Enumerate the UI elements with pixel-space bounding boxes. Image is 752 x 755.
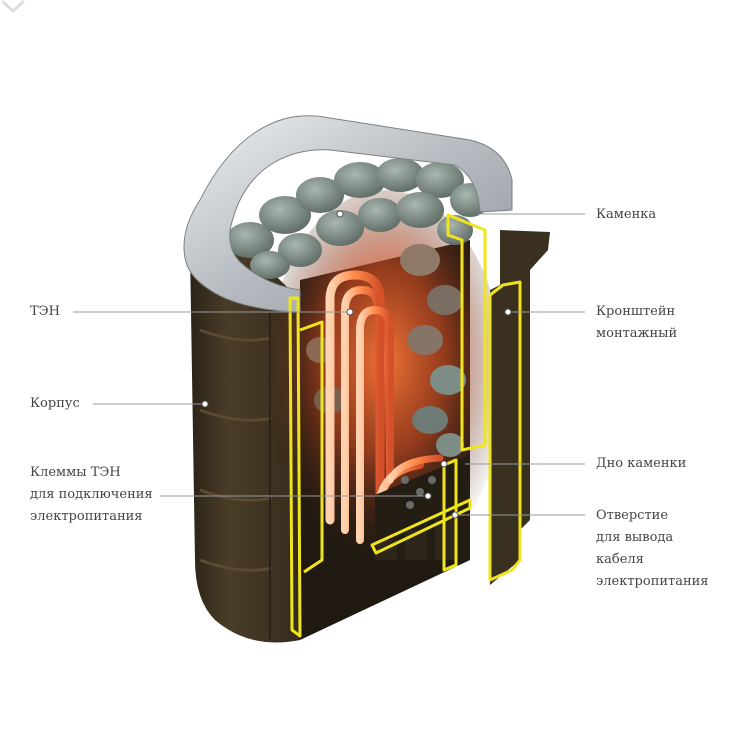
label-korpus-line-1: Корпус [30,396,80,411]
label-kamenka: Каменка [596,204,656,226]
label-otverstie-line-2: для вывода [596,530,674,545]
label-klemmy: Клеммы ТЭН для подключения электропитани… [30,462,153,528]
label-otverstie: Отверстие для вывода кабеля электропитан… [596,505,709,593]
label-otverstie-line-4: электропитания [596,574,709,589]
chevron-down-icon[interactable] [0,0,26,14]
label-klemmy-line-1: Клеммы ТЭН [30,465,121,480]
leader-lines [73,213,585,516]
label-klemmy-line-3: электропитания [30,509,143,524]
label-kamenka-line-1: Каменка [596,207,657,222]
highlight-outlines [288,213,522,638]
body-grooves [199,328,273,572]
label-kronshtein: Кронштейн монтажный [596,301,677,345]
label-kronshtein-line-1: Кронштейн [596,304,676,319]
label-klemmy-line-2: для подключения [30,487,153,502]
label-ten: ТЭН [30,301,60,323]
leader-dots [201,210,512,519]
stones [226,158,490,457]
label-korpus: Корпус [30,393,80,415]
terminals [401,476,436,509]
label-otverstie-line-3: кабеля [596,552,644,567]
label-dno: Дно каменки [596,453,686,475]
label-otverstie-line-1: Отверстие [596,508,669,523]
label-dno-line-1: Дно каменки [596,456,687,471]
label-ten-line-1: ТЭН [30,304,60,319]
label-kronshtein-line-2: монтажный [596,326,678,341]
